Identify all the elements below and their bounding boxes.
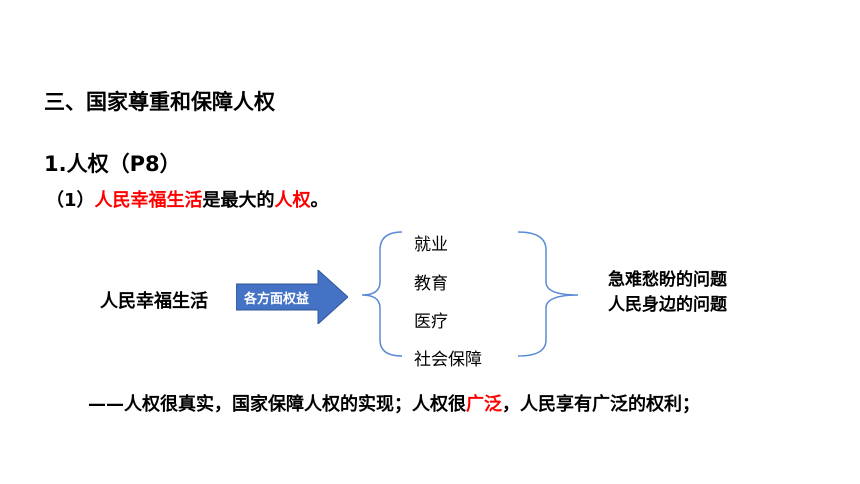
diagram-right-text: 急难愁盼的问题 人民身边的问题 [608, 268, 727, 318]
point-1-highlight-2: 人权 [274, 190, 311, 211]
diagram-item-employment: 就业 [414, 235, 448, 255]
arrow-label: 各方面权益 [244, 292, 310, 307]
left-brace-icon [361, 231, 403, 357]
section-title: 三、国家尊重和保障人权 [44, 90, 275, 114]
point-1-prefix: （1） [46, 190, 95, 211]
point-1-suffix: 。 [310, 190, 329, 211]
diagram-left-label: 人民幸福生活 [100, 291, 208, 312]
conclusion-part-2: ，人民享有广泛的权利； [502, 394, 700, 415]
subtitle: 1.人权（P8） [44, 152, 181, 176]
conclusion: ——人权很真实，国家保障人权的实现；人权很广泛，人民享有广泛的权利； [88, 390, 700, 416]
diagram-item-social-security: 社会保障 [414, 350, 482, 370]
diagram-right-line-2: 人民身边的问题 [608, 295, 727, 315]
right-arrow-icon [236, 270, 348, 324]
diagram-item-education: 教育 [414, 274, 448, 294]
right-brace-icon [517, 231, 579, 357]
diagram-item-medical: 医疗 [414, 312, 448, 332]
conclusion-highlight: 广泛 [466, 394, 502, 415]
point-1: （1）人民幸福生活是最大的人权。 [46, 186, 329, 212]
point-1-highlight-1: 人民幸福生活 [94, 190, 203, 211]
diagram-right-line-1: 急难愁盼的问题 [608, 270, 727, 290]
conclusion-part-1: ——人权很真实，国家保障人权的实现；人权很 [88, 394, 466, 415]
point-1-middle: 是最大的 [202, 190, 275, 211]
